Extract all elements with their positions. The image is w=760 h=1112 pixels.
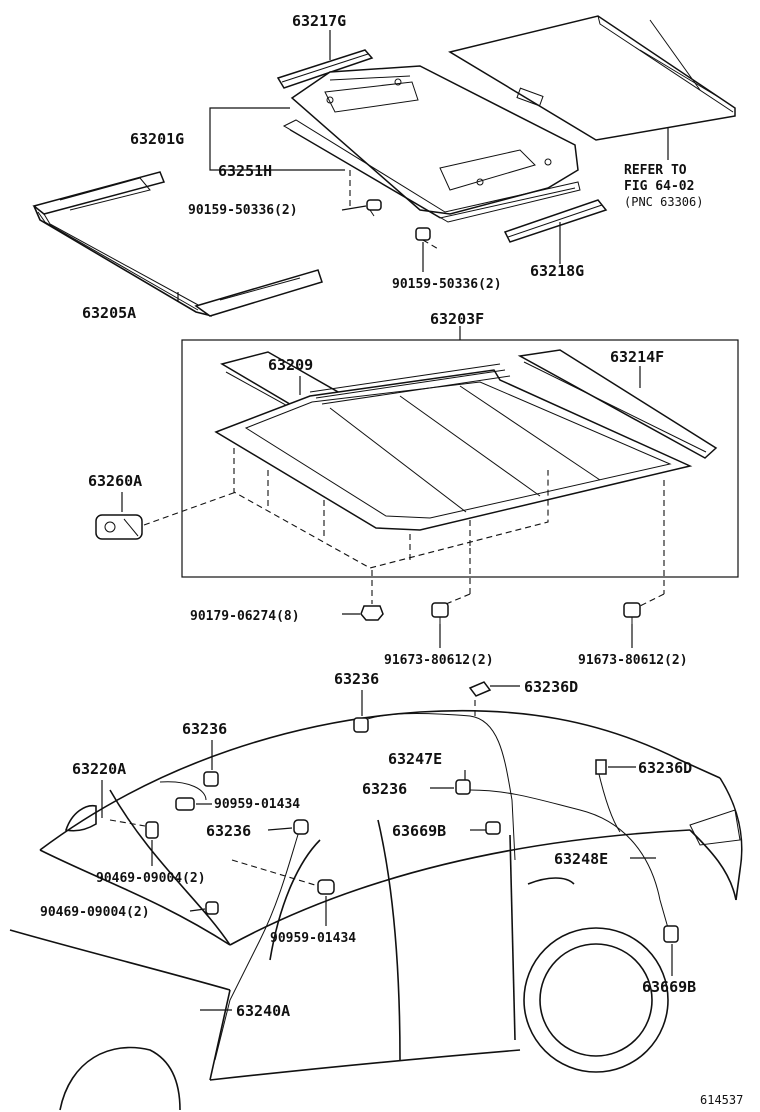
label-63236-d: 63236 <box>206 822 251 840</box>
label-diagram-ref: 614537 <box>700 1093 743 1107</box>
clip-90469-a <box>145 821 159 839</box>
label-refer-to: REFER TO <box>624 163 687 178</box>
label-63220a: 63220A <box>72 760 126 778</box>
clip-90959-b <box>317 879 335 895</box>
hose-end-63669b-a <box>485 821 501 835</box>
label-90179: 90179-06274(8) <box>190 609 300 624</box>
label-63201g: 63201G <box>130 130 184 148</box>
sunshade-panel <box>448 15 736 141</box>
label-91673-b: 91673-80612(2) <box>578 653 688 668</box>
clip-90469-b <box>205 901 219 915</box>
label-refer-fig: FIG 64-02 <box>624 179 694 194</box>
nut-90179 <box>360 605 384 621</box>
clip-90959-a <box>175 797 195 811</box>
label-63203f: 63203F <box>430 310 484 328</box>
label-refer-pnc: (PNC 63306) <box>624 195 703 209</box>
drain-outline <box>233 448 549 569</box>
label-63218g: 63218G <box>530 262 584 280</box>
grommet-63236-d <box>293 819 309 835</box>
label-63669b-b: 63669B <box>642 978 696 996</box>
label-63251h: 63251H <box>218 162 272 180</box>
label-63236d-a: 63236D <box>524 678 578 696</box>
label-90159-b: 90159-50336(2) <box>392 277 502 292</box>
label-90469-b: 90469-09004(2) <box>40 905 150 920</box>
grommet-63236d-b <box>595 759 607 775</box>
label-63236-b: 63236 <box>182 720 227 738</box>
label-63209: 63209 <box>268 356 313 374</box>
weatherstrip-63217g <box>276 49 374 89</box>
seal-63251h <box>282 119 581 223</box>
car-body <box>9 709 743 1111</box>
label-63248e: 63248E <box>554 850 608 868</box>
motor-63260a <box>95 514 143 540</box>
label-63669b-a: 63669B <box>392 822 446 840</box>
deflector-63214f <box>517 349 718 459</box>
label-63217g: 63217G <box>292 12 346 30</box>
label-63214f: 63214F <box>610 348 664 366</box>
grommet-63236-a <box>353 717 369 733</box>
bolt-91673-b <box>623 602 641 624</box>
clip-90159-b <box>415 227 431 241</box>
label-90469-a: 90469-09004(2) <box>96 871 206 886</box>
grommet-63236-b <box>203 771 219 787</box>
label-63236-c: 63236 <box>362 780 407 798</box>
weatherstrip-63218g <box>503 199 608 243</box>
label-90959-a: 90959-01434 <box>214 797 300 812</box>
leader-63201g <box>209 107 290 138</box>
label-91673-a: 91673-80612(2) <box>384 653 494 668</box>
label-90159-a: 90159-50336(2) <box>188 203 298 218</box>
label-63247e: 63247E <box>388 750 442 768</box>
label-63260a: 63260A <box>88 472 142 490</box>
leader-63251h <box>209 138 345 171</box>
label-63236-a: 63236 <box>334 670 379 688</box>
label-90959-b: 90959-01434 <box>270 931 356 946</box>
clip-90159-a <box>366 199 382 217</box>
grommet-63236d-a <box>468 681 492 697</box>
bolt-91673-a <box>431 602 449 624</box>
hose-end-63669b-b <box>663 925 679 943</box>
label-63240a: 63240A <box>236 1002 290 1020</box>
label-63205a: 63205A <box>82 304 136 322</box>
grommet-63236-c <box>455 779 471 795</box>
frame-63205a <box>32 171 323 317</box>
housing-frame <box>214 363 693 531</box>
drain-hoses <box>109 700 669 1061</box>
label-63236d-b: 63236D <box>638 759 692 777</box>
